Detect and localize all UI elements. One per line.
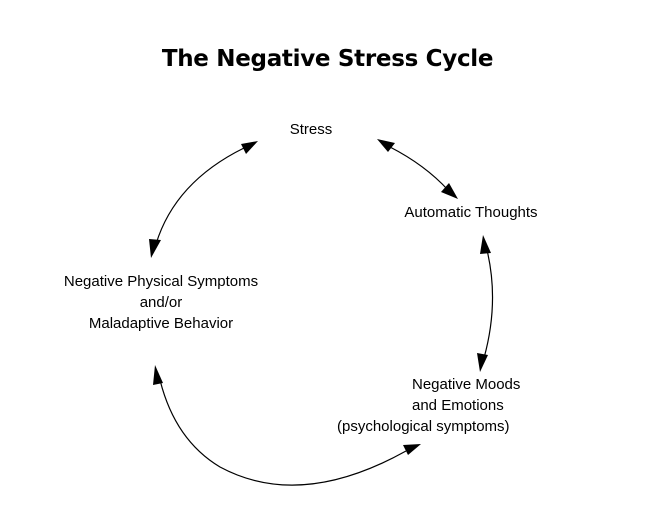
node-automatic-thoughts: Automatic Thoughts: [402, 202, 540, 223]
node-physical-line-3: Maladaptive Behavior: [88, 315, 234, 332]
arrow-thoughts-moods: [477, 235, 494, 372]
arrow-moods-physical: [153, 365, 421, 486]
node-physical-line-2: and/or: [139, 294, 183, 311]
arrow-physical-stress-line: [155, 147, 245, 245]
arrow-stress-thoughts-line: [389, 146, 449, 191]
node-physical-line-1: Negative Physical Symptoms: [63, 273, 259, 290]
arrow-thoughts-moods-line: [483, 245, 494, 359]
arrowhead-thoughts-bottom: [480, 235, 491, 254]
diagram-title: The Negative Stress Cycle: [161, 46, 494, 72]
arrow-physical-stress: [149, 141, 258, 258]
node-moods-line-1: Negative Moods: [412, 376, 521, 393]
arrowhead-moods-top: [477, 353, 488, 372]
node-physical-symptoms: Negative Physical Symptoms and/or Malada…: [40, 271, 282, 334]
arrowhead-physical-top: [149, 239, 161, 258]
arrowhead-stress-end: [377, 139, 395, 152]
arrow-moods-physical-line: [159, 379, 407, 486]
node-negative-moods: Negative Moods and Emotions (psychologic…: [337, 374, 527, 437]
arrowhead-thoughts-end: [441, 183, 458, 199]
arrow-stress-thoughts: [377, 139, 458, 199]
node-stress: Stress: [285, 119, 337, 140]
node-automatic-thoughts-label: Automatic Thoughts: [404, 204, 538, 221]
arrowhead-moods-bottom: [403, 444, 421, 455]
arrowhead-stress-left: [241, 141, 258, 154]
node-stress-label: Stress: [289, 121, 333, 138]
arrowhead-physical-bottom: [153, 365, 163, 385]
node-moods-line-2: and Emotions: [412, 397, 504, 414]
node-moods-line-3: (psychological symptoms): [337, 418, 510, 435]
